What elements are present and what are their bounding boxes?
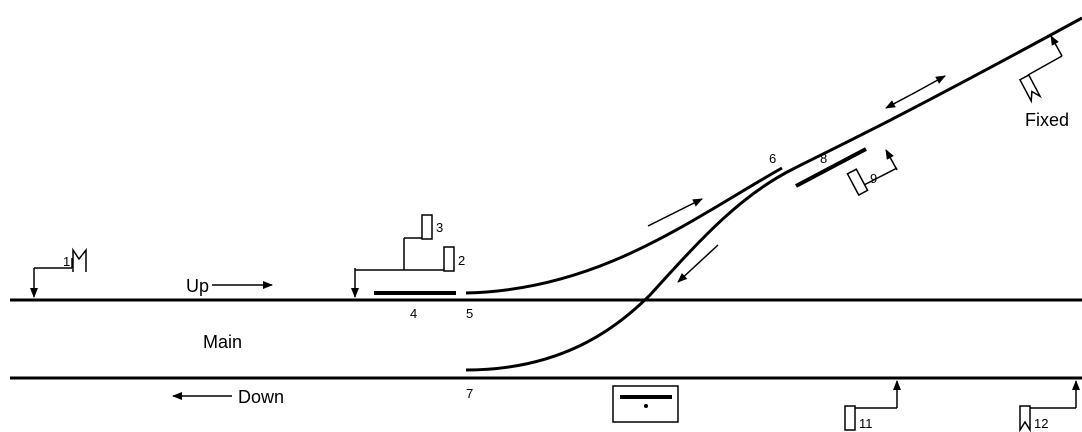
signal-number-1: 1 (63, 254, 70, 269)
signal-number-9: 9 (870, 171, 877, 186)
track-bar-8 (795, 147, 867, 188)
crossover-curve (465, 16, 1082, 372)
down-label: Down (238, 387, 284, 407)
up-branch-curve (465, 166, 783, 295)
signal-12-icon (1019, 380, 1080, 432)
signal-number-3: 3 (436, 220, 443, 235)
branch-down-arrow (677, 244, 719, 283)
bidirectional-arrow (885, 75, 946, 109)
signal-2-3-icon (351, 214, 455, 298)
signal-number-2: 2 (458, 253, 465, 268)
signal-1-icon (30, 247, 87, 298)
main-label: Main (203, 332, 242, 352)
signal-number-11: 11 (859, 416, 873, 431)
ground-frame-icon (612, 385, 679, 423)
track-number-8: 8 (820, 151, 827, 166)
fixed-signal-icon (1018, 35, 1063, 104)
fixed-label: Fixed (1025, 110, 1069, 130)
track-number-6: 6 (769, 151, 776, 166)
up-label: Up (186, 276, 209, 296)
signal-number-12: 12 (1034, 416, 1048, 431)
track-number-4: 4 (410, 306, 417, 321)
branch-up-arrow (647, 198, 703, 227)
track-number-7: 7 (466, 386, 473, 401)
signal-11-icon (844, 380, 901, 431)
signal-9-icon (846, 149, 898, 197)
track-number-5: 5 (466, 306, 473, 321)
